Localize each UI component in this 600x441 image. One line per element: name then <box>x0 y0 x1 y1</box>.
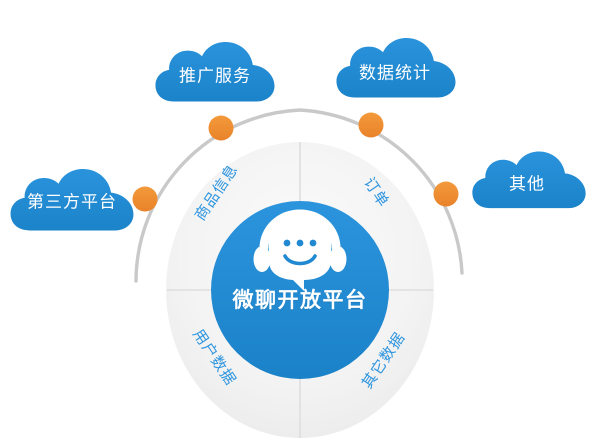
connector-dot-promotion-service[interactable] <box>208 115 234 141</box>
cloud-data-statistics[interactable] <box>336 38 456 98</box>
center-hub <box>211 201 389 379</box>
cloud-others[interactable] <box>472 151 586 209</box>
headset-smiley-chat-icon <box>253 209 347 291</box>
center-brand-label: 微聊开放平台 <box>232 289 368 312</box>
cloud-third-party-platform[interactable] <box>10 169 134 231</box>
connector-dot-data-statistics[interactable] <box>358 112 384 138</box>
cloud-promotion-service[interactable] <box>155 42 275 102</box>
connector-dot-others[interactable] <box>433 181 459 207</box>
connector-dot-third-party-platform[interactable] <box>132 186 158 212</box>
